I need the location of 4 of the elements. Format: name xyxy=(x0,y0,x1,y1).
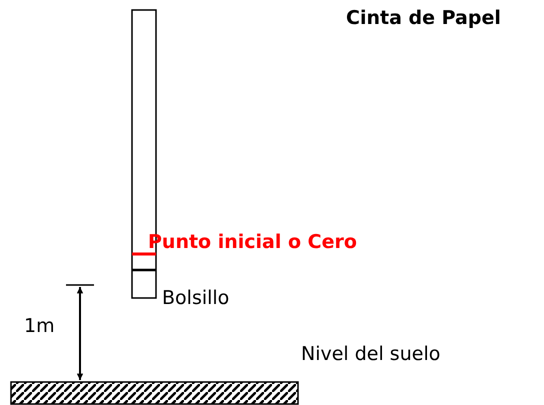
dimension-label: 1m xyxy=(24,315,55,337)
pocket-label: Bolsillo xyxy=(162,287,230,309)
tape-label: Cinta de Papel xyxy=(346,7,501,29)
ground-label: Nivel del suelo xyxy=(301,343,440,365)
